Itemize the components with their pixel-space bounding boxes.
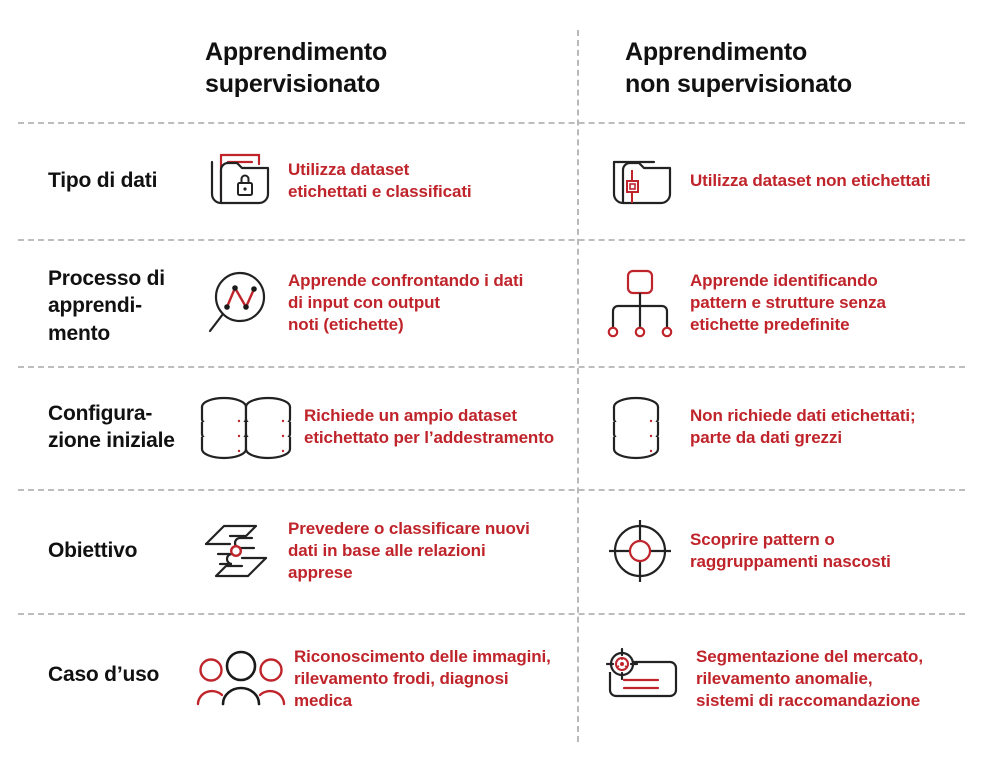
double-database-icon xyxy=(198,391,294,463)
row-label-line3: mento xyxy=(48,321,111,345)
cell-unsupervised-use-case-text: Segmentazione del mercato, rilevamento a… xyxy=(696,646,923,711)
target-document-icon xyxy=(600,643,686,715)
row-separator-2 xyxy=(18,366,965,368)
magnifier-chart-icon xyxy=(198,267,278,339)
column-header-supervised: Apprendimento supervisionato xyxy=(205,36,555,100)
cell-unsupervised-goal: Scoprire pattern o raggruppamenti nascos… xyxy=(600,515,980,587)
cell-unsupervised-data-type-text: Utilizza dataset non etichettati xyxy=(690,170,931,190)
people-group-icon xyxy=(196,643,286,715)
table-row: Processo di apprendi- mento Apprende con… xyxy=(0,239,983,366)
row-label-processo-di-apprendimento: Processo di apprendi- mento xyxy=(48,265,198,347)
row-label-line1: Processo di xyxy=(48,267,165,290)
row-separator-3 xyxy=(18,489,965,491)
cell-supervised-learning-process: Apprende confrontando i dati di input co… xyxy=(198,263,568,343)
row-separator-header xyxy=(18,122,965,124)
tree-cluster-icon xyxy=(600,267,680,339)
cell-unsupervised-use-case: Segmentazione del mercato, rilevamento a… xyxy=(600,639,980,719)
cell-unsupervised-learning-process: Apprende identificando pattern e struttu… xyxy=(600,261,980,345)
row-label-configurazione-iniziale: Configura- zione iniziale xyxy=(48,400,213,455)
column-divider xyxy=(577,30,579,742)
row-label-caso-duso: Caso d’uso xyxy=(48,663,160,686)
table-header: Apprendimento supervisionato Apprendimen… xyxy=(0,36,983,116)
cell-supervised-setup-text: Richiede un ampio dataset etichettato pe… xyxy=(304,405,555,447)
cell-unsupervised-setup-text: Non richiede dati etichettati; parte da … xyxy=(690,405,916,447)
cell-supervised-learning-process-text: Apprende confrontando i dati di input co… xyxy=(288,270,524,335)
column-header-unsupervised: Apprendimento non supervisionato xyxy=(625,36,975,100)
column-header-supervised-line1: Apprendimento xyxy=(205,38,388,66)
row-label-tipo-di-dati: Tipo di dati xyxy=(48,169,158,192)
cell-unsupervised-goal-text: Scoprire pattern o raggruppamenti nascos… xyxy=(690,529,891,571)
row-label-obiettivo: Obiettivo xyxy=(48,539,138,562)
cell-supervised-use-case: Riconoscimento delle immagini, rilevamen… xyxy=(196,639,568,719)
cell-supervised-goal: Prevedere o classificare nuovi dati in b… xyxy=(198,511,568,591)
row-separator-1 xyxy=(18,239,965,241)
cell-unsupervised-setup: Non richiede dati etichettati; parte da … xyxy=(600,388,980,466)
cell-supervised-use-case-text: Riconoscimento delle immagini, rilevamen… xyxy=(294,646,551,711)
folder-lock-icon xyxy=(198,145,278,217)
row-separator-4 xyxy=(18,613,965,615)
table-row: Obiettivo Prevedere o classificare nuovi… xyxy=(0,489,983,613)
table-row: Tipo di dati Utilizza dataset etichettat xyxy=(0,122,983,239)
cell-supervised-goal-text: Prevedere o classificare nuovi dati in b… xyxy=(288,518,530,583)
folder-plain-icon xyxy=(600,145,680,217)
table-row: Caso d’uso Riconoscimento delle immagini… xyxy=(0,613,983,742)
target-crosshair-icon xyxy=(600,515,680,587)
cell-supervised-data-type-text: Utilizza dataset etichettati e classific… xyxy=(288,159,472,201)
row-label-line2: apprendi- xyxy=(48,294,142,318)
cell-supervised-data-type: Utilizza dataset etichettati e classific… xyxy=(198,146,568,216)
hands-data-icon xyxy=(198,515,278,587)
table-row: Configura- zione iniziale xyxy=(0,366,983,489)
column-header-unsupervised-line1: Apprendimento xyxy=(625,38,808,66)
single-database-icon xyxy=(600,391,680,463)
row-label-line2: zione iniziale xyxy=(48,429,175,453)
cell-unsupervised-learning-process-text: Apprende identificando pattern e struttu… xyxy=(690,270,886,335)
cell-supervised-setup: Richiede un ampio dataset etichettato pe… xyxy=(198,388,568,466)
cell-unsupervised-data-type: Utilizza dataset non etichettati xyxy=(600,146,980,216)
column-header-unsupervised-line2: non supervisionato xyxy=(625,70,852,98)
row-label-line1: Configura- xyxy=(48,402,153,425)
column-header-supervised-line2: supervisionato xyxy=(205,70,381,98)
